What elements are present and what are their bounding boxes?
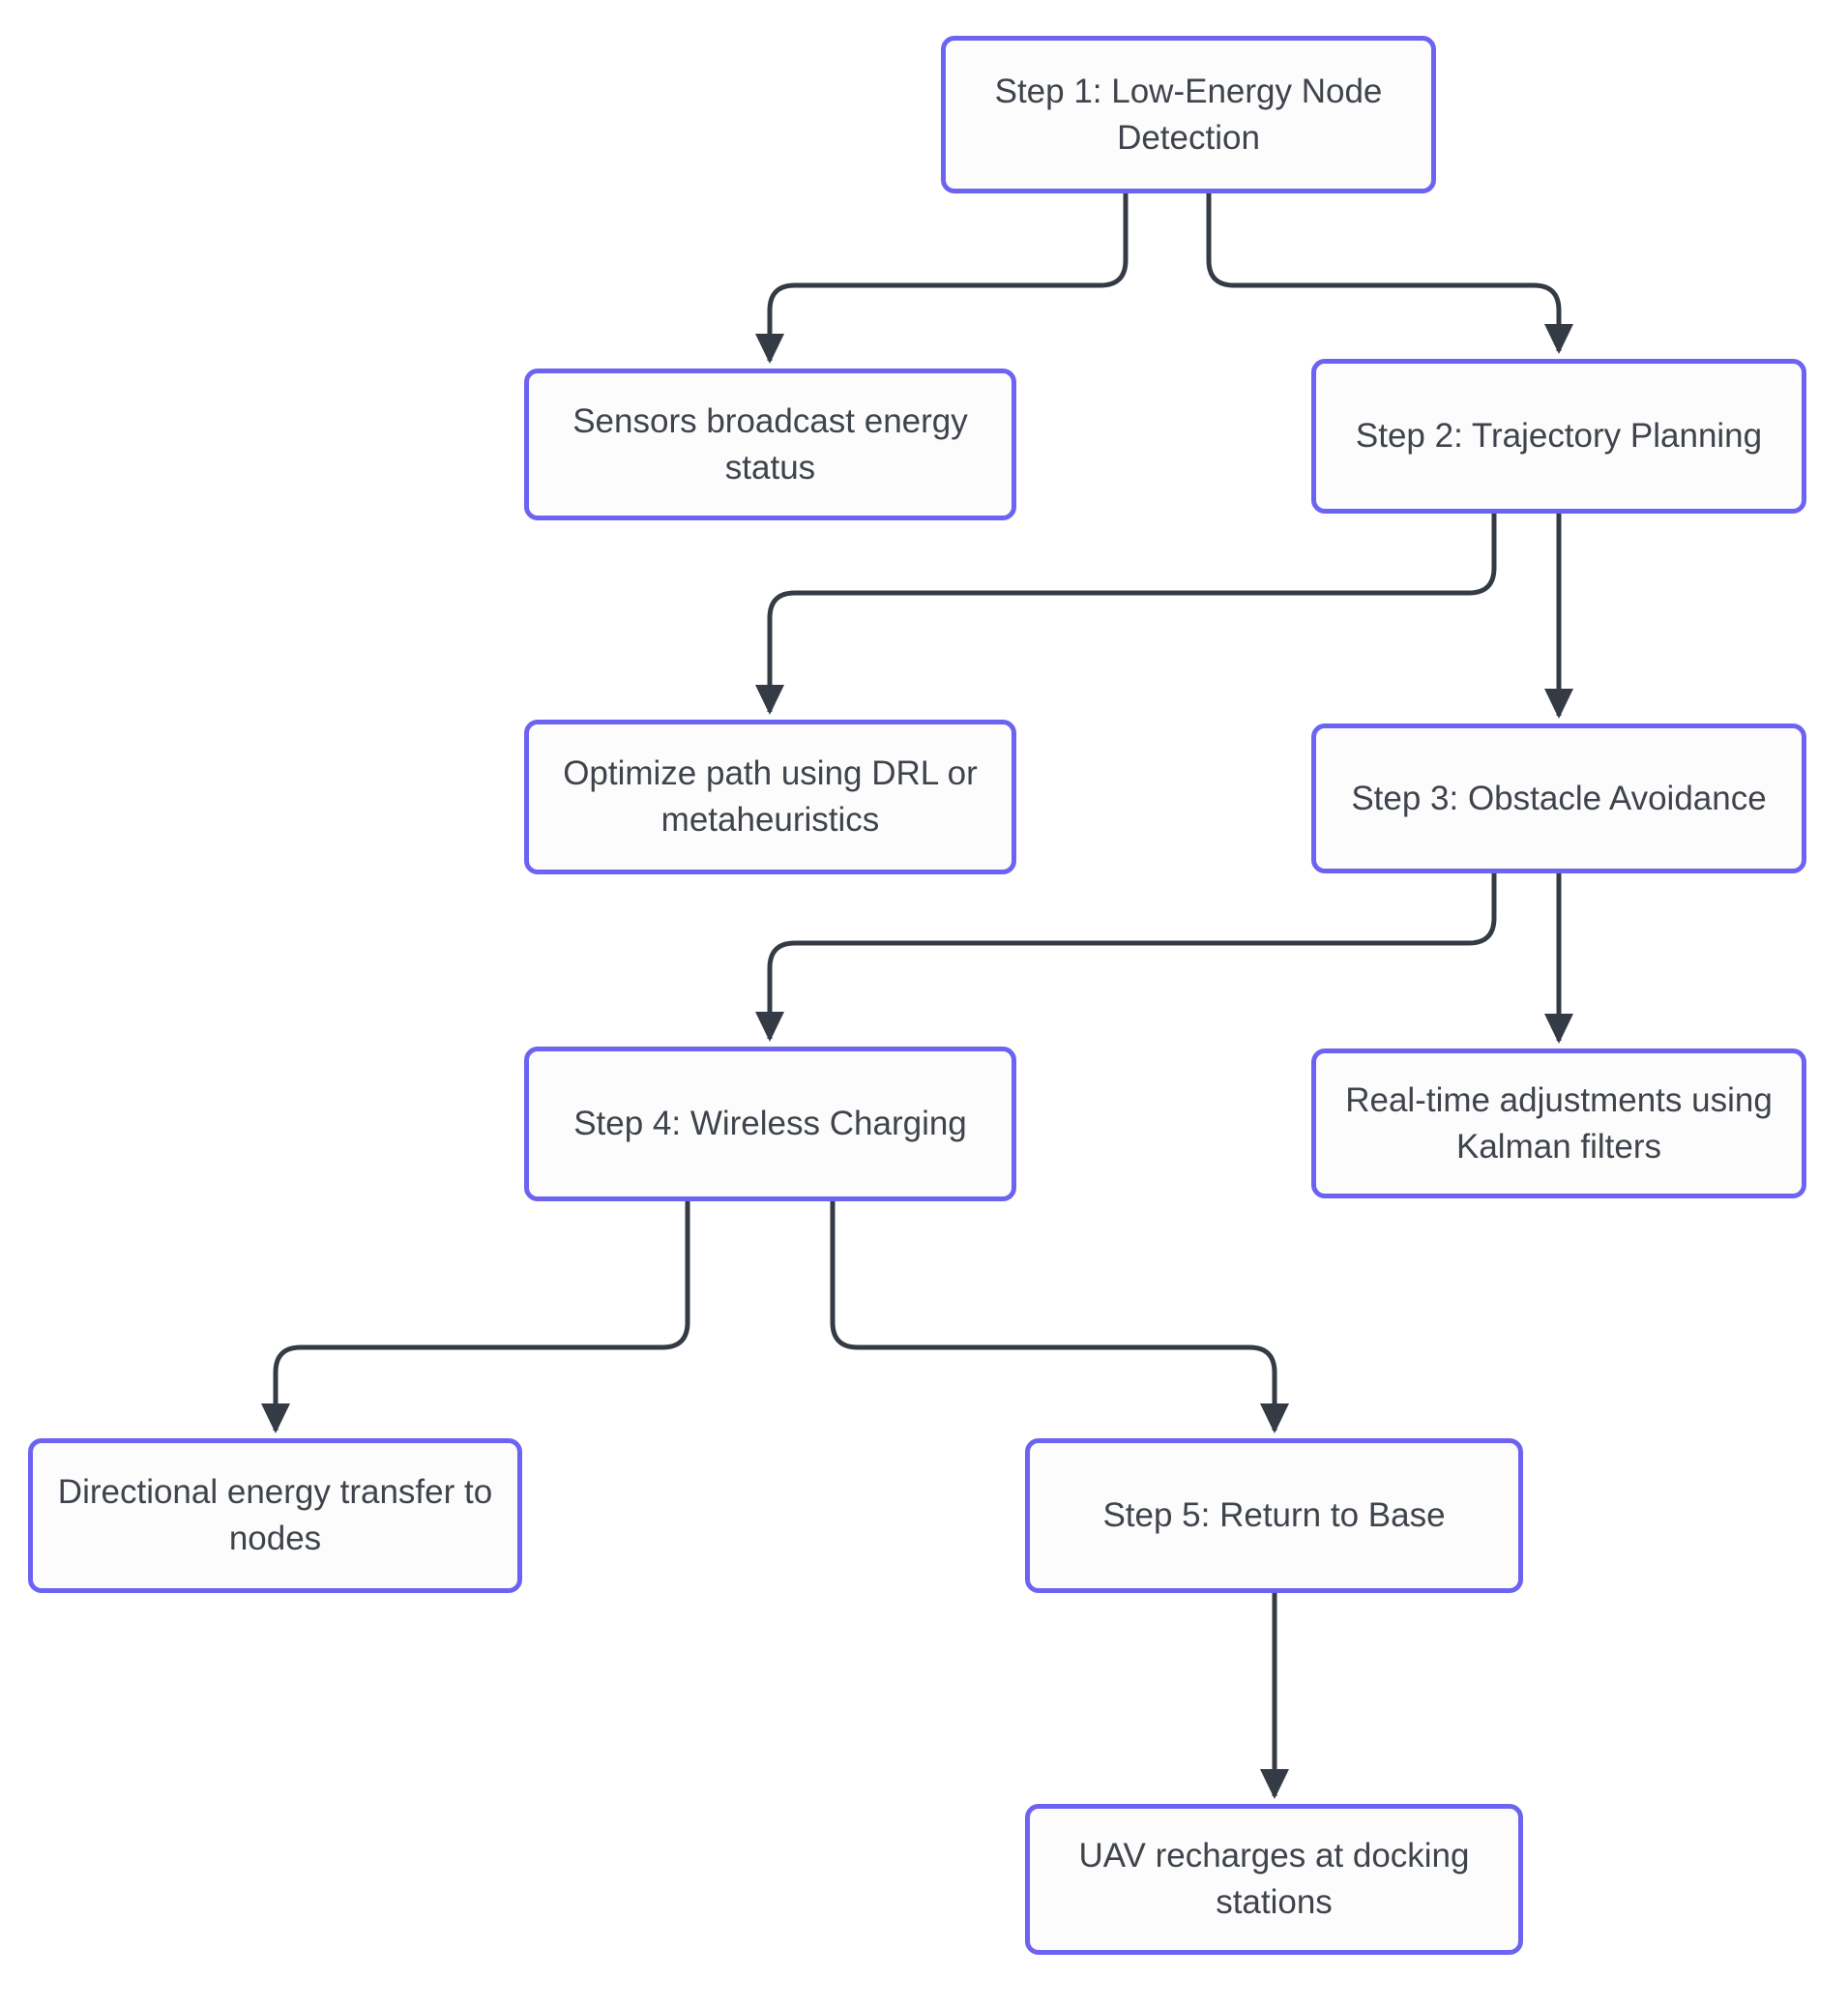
node-label: Step 4: Wireless Charging — [573, 1105, 967, 1143]
edge-step2-to-optimize — [755, 514, 1497, 715]
node-label: Step 2: Trajectory Planning — [1355, 417, 1763, 456]
node-step1-low-energy-node-detection: Step 1: Low-Energy Node Detection — [941, 36, 1436, 193]
node-optimize-path-drl-metaheuristics: Optimize path using DRL or metaheuristic… — [524, 720, 1016, 874]
node-label: Step 1: Low-Energy Node Detection — [994, 72, 1383, 157]
node-directional-energy-transfer: Directional energy transfer to nodes — [28, 1438, 522, 1593]
node-label: Sensors broadcast energy status — [572, 401, 968, 487]
node-label: Optimize path using DRL or metaheuristic… — [563, 754, 978, 839]
edge-step1-to-sensors — [755, 193, 1129, 364]
edge-step3-to-step4 — [755, 873, 1497, 1042]
node-step3-obstacle-avoidance: Step 3: Obstacle Avoidance — [1311, 723, 1806, 873]
edge-step4-to-step5 — [830, 1201, 1289, 1433]
node-sensors-broadcast-energy-status: Sensors broadcast energy status — [524, 369, 1016, 520]
node-label: UAV recharges at docking stations — [1078, 1837, 1470, 1921]
node-label: Real-time adjustments using Kalman filte… — [1345, 1080, 1773, 1166]
node-realtime-adjustments-kalman-filters: Real-time adjustments using Kalman filte… — [1311, 1048, 1806, 1198]
edge-step4-to-directional — [261, 1201, 690, 1433]
node-step2-trajectory-planning: Step 2: Trajectory Planning — [1311, 359, 1806, 514]
node-label: Directional energy transfer to nodes — [57, 1473, 493, 1557]
node-label: Step 5: Return to Base — [1102, 1496, 1446, 1535]
node-uav-recharges-docking-stations: UAV recharges at docking stations — [1025, 1804, 1523, 1955]
edge-step1-to-step2 — [1206, 193, 1573, 354]
node-step5-return-to-base: Step 5: Return to Base — [1025, 1438, 1523, 1593]
node-label: Step 3: Obstacle Avoidance — [1351, 779, 1767, 817]
node-step4-wireless-charging: Step 4: Wireless Charging — [524, 1047, 1016, 1201]
